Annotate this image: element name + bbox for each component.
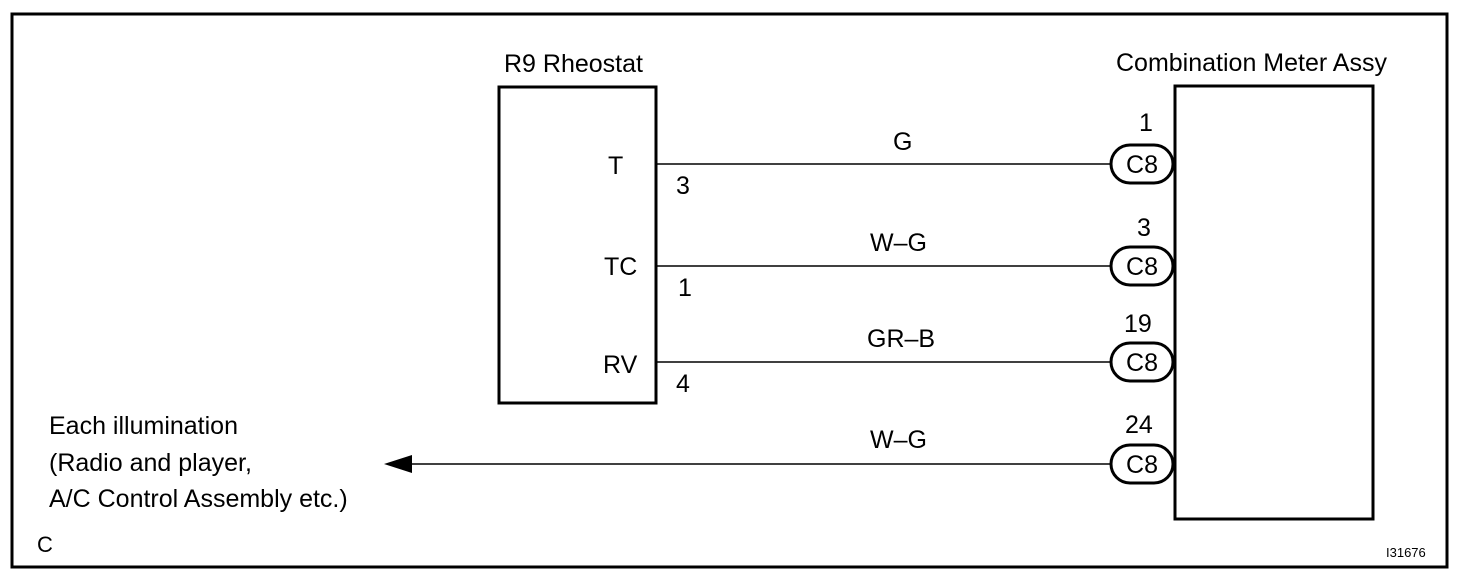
diagram-frame [10, 12, 1449, 569]
rheostat-title: R9 Rheostat [504, 50, 643, 78]
illumination-line-1: Each illumination [49, 412, 238, 440]
connector-pin-3: 3 [1137, 214, 1151, 242]
rheostat-pin-label-tc: TC [604, 253, 637, 281]
rheostat-box [497, 85, 658, 405]
connector-c8-pin1 [1109, 143, 1175, 185]
rheostat-pin-label-t: T [608, 152, 623, 180]
rheostat-pin-number-t: 3 [676, 172, 690, 200]
connector-c8-label-19: C8 [1126, 349, 1158, 377]
illumination-line-3: A/C Control Assembly etc.) [49, 485, 348, 513]
wire-color-w-g-2: W–G [870, 426, 927, 454]
figure-id: I31676 [1386, 545, 1426, 560]
arrow-left-icon [384, 455, 412, 473]
connector-c8-label-24: C8 [1126, 451, 1158, 479]
corner-label: C [37, 532, 53, 557]
meter-title: Combination Meter Assy [1116, 49, 1387, 77]
meter-box [1173, 84, 1375, 521]
wire-color-g: G [893, 128, 912, 156]
wire-color-w-g-1: W–G [870, 229, 927, 257]
connector-pin-19: 19 [1124, 310, 1152, 338]
illumination-line-2: (Radio and player, [49, 449, 252, 477]
connector-c8-pin24 [1109, 443, 1175, 485]
wire-color-gr-b: GR–B [867, 325, 935, 353]
connector-pin-1: 1 [1139, 109, 1153, 137]
rheostat-pin-number-tc: 1 [678, 274, 692, 302]
rheostat-pin-label-rv: RV [603, 351, 638, 379]
rheostat-pin-number-rv: 4 [676, 370, 690, 398]
connector-pin-24: 24 [1125, 411, 1153, 439]
connector-c8-pin3 [1109, 245, 1175, 287]
connector-c8-label-3: C8 [1126, 253, 1158, 281]
connector-c8-label-1: C8 [1126, 151, 1158, 179]
connector-c8-pin19 [1109, 341, 1175, 383]
